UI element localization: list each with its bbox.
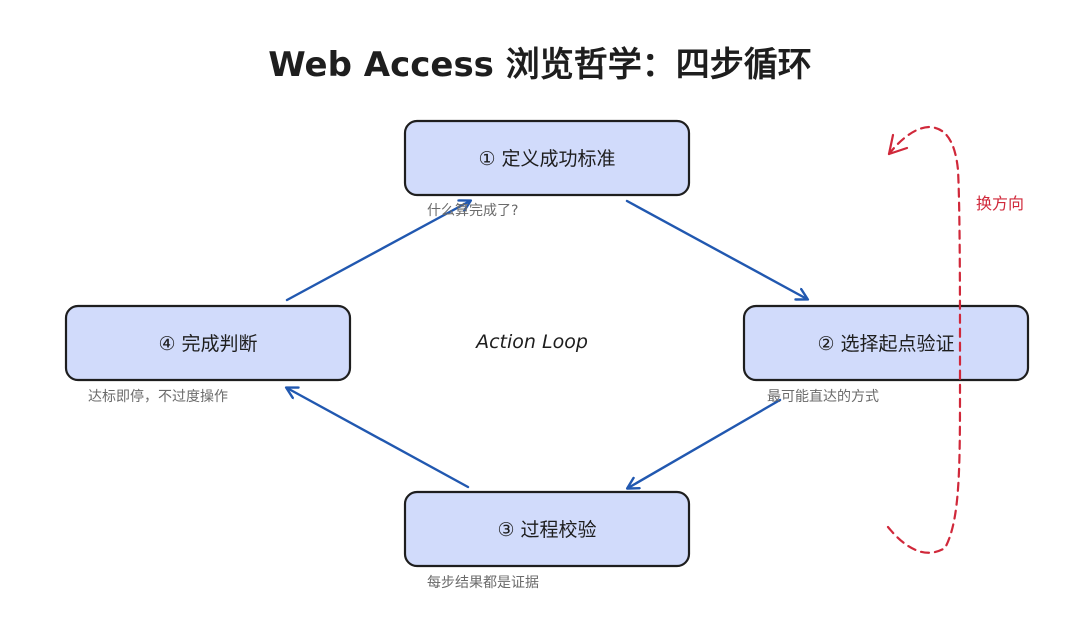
step-1-node: ① 定义成功标准 bbox=[403, 119, 691, 197]
step-4-node: ④ 完成判断 bbox=[64, 304, 352, 382]
step-4-label: ④ 完成判断 bbox=[158, 333, 257, 355]
step-3-node: ③ 过程校验 bbox=[403, 490, 691, 568]
arrow-step1-to-step2 bbox=[625, 199, 807, 299]
change-direction-arrowhead bbox=[887, 133, 909, 156]
arrow-step4-to-step1 bbox=[285, 201, 470, 302]
step-3-caption: 每步结果都是证据 bbox=[427, 575, 539, 591]
center-label: Action Loop bbox=[474, 331, 588, 353]
step-4-box bbox=[64, 304, 352, 382]
change-direction-label: 换方向 bbox=[976, 194, 1024, 213]
step-2-box bbox=[742, 304, 1030, 382]
page-title: Web Access 浏览哲学：四步循环 bbox=[268, 45, 812, 85]
step-2-caption: 最可能直达的方式 bbox=[767, 388, 879, 405]
step-2-label: ② 选择起点验证 bbox=[817, 333, 954, 355]
arrow-step2-to-step3 bbox=[628, 398, 782, 488]
arrow-step3-to-step4 bbox=[287, 388, 470, 489]
step-1-box bbox=[403, 119, 691, 197]
step-1-label: ① 定义成功标准 bbox=[478, 148, 615, 170]
step-3-label: ③ 过程校验 bbox=[497, 519, 596, 541]
step-3-box bbox=[403, 490, 691, 568]
step-2-node: ② 选择起点验证 bbox=[742, 304, 1030, 382]
step-4-caption: 达标即停，不过度操作 bbox=[88, 388, 228, 405]
step-1-caption: 什么算完成了? bbox=[427, 203, 518, 219]
